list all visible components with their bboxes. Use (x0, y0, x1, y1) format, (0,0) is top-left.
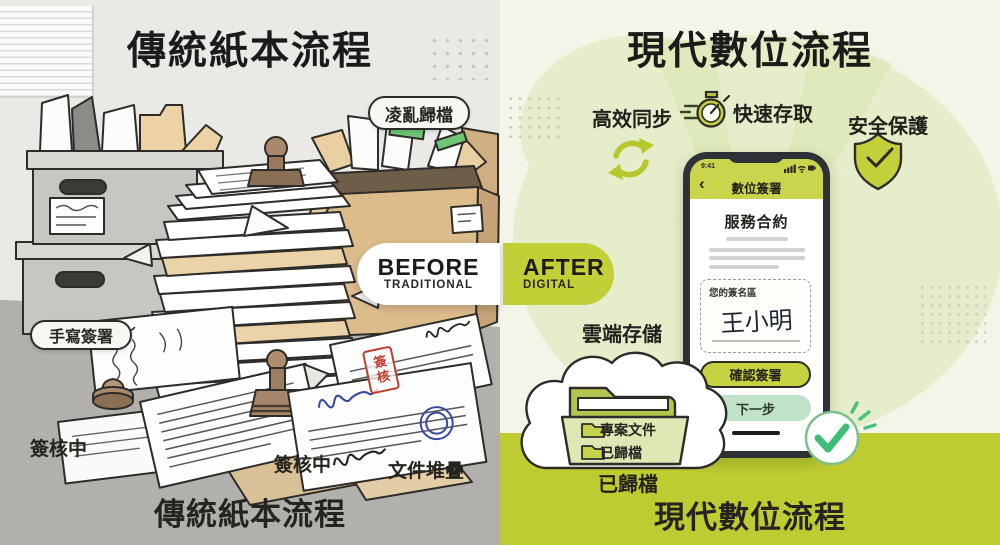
label-in-review-center: 簽核中 (274, 455, 332, 476)
round-stamp-icon (92, 378, 134, 410)
text-placeholder-line (726, 237, 788, 241)
next-step-button[interactable]: 下一步 (700, 395, 811, 421)
status-icons (784, 163, 816, 173)
text-placeholder-line (709, 256, 805, 260)
traditional-panel: 傳統紙本流程 凌亂歸檔 手寫簽署 簽核 簽核中 簽核中 文件堆疊 傳統紙本流程 (0, 6, 500, 545)
signature-area-label: 您的簽名區 (709, 288, 757, 299)
label-in-review-left: 簽核中 (30, 439, 88, 460)
rubber-stamp-icon (247, 136, 305, 187)
contract-title: 服務合約 (724, 214, 789, 231)
text-placeholder-line (709, 265, 779, 269)
callout-handwritten-signature: 手寫簽署 (30, 320, 132, 350)
text-placeholder-line (709, 248, 805, 252)
phone-app-header (690, 159, 823, 199)
cloud-storage-label: 雲端存儲 (582, 324, 662, 346)
battery-icon (808, 165, 816, 171)
before-label: BEFORE (377, 254, 480, 281)
signature-area[interactable]: 您的簽名區 王小明 (700, 279, 811, 353)
phone-nav-title: 數位簽署 (731, 182, 782, 196)
home-indicator (732, 431, 780, 435)
feature-security-label: 安全保護 (848, 116, 928, 138)
after-sublabel: DIGITAL (523, 279, 576, 292)
right-title-top: 現代數位流程 (626, 30, 873, 73)
signature-handwriting: 王小明 (719, 306, 794, 338)
left-title-bottom: 傳統紙本流程 (154, 497, 346, 532)
after-label: AFTER (523, 254, 605, 281)
back-chevron-icon[interactable]: ‹ (699, 174, 705, 193)
after-badge: AFTER DIGITAL (503, 243, 614, 305)
folder-item-projects[interactable]: 專案文件 (600, 422, 656, 438)
status-time: 9:41 (701, 163, 716, 170)
callout-messy-archive: 凌亂歸檔 (368, 96, 470, 130)
digital-panel: 9:41 (500, 0, 1000, 545)
folder-item-archived[interactable]: 已歸檔 (600, 445, 642, 461)
right-title-bottom: 現代數位流程 (654, 500, 846, 535)
archived-caption: 已歸檔 (598, 474, 658, 496)
phone-notch (728, 152, 784, 163)
phone-mockup: 9:41 (683, 152, 830, 458)
signal-icon (784, 164, 796, 173)
left-title-top: 傳統紙本流程 (126, 30, 373, 73)
wifi-icon (797, 166, 806, 171)
feature-fast-access-label: 快速存取 (733, 104, 813, 126)
window-blinds-illustration (0, 6, 94, 98)
feature-sync-label: 高效同步 (592, 109, 672, 131)
before-badge: BEFORE TRADITIONAL (357, 243, 500, 305)
signature-line (712, 340, 800, 342)
label-document-pile: 文件堆疊 (388, 461, 465, 482)
phone-screen: 9:41 (690, 159, 823, 451)
before-sublabel: TRADITIONAL (384, 279, 473, 292)
confirm-sign-button[interactable]: 確認簽署 (700, 361, 811, 388)
